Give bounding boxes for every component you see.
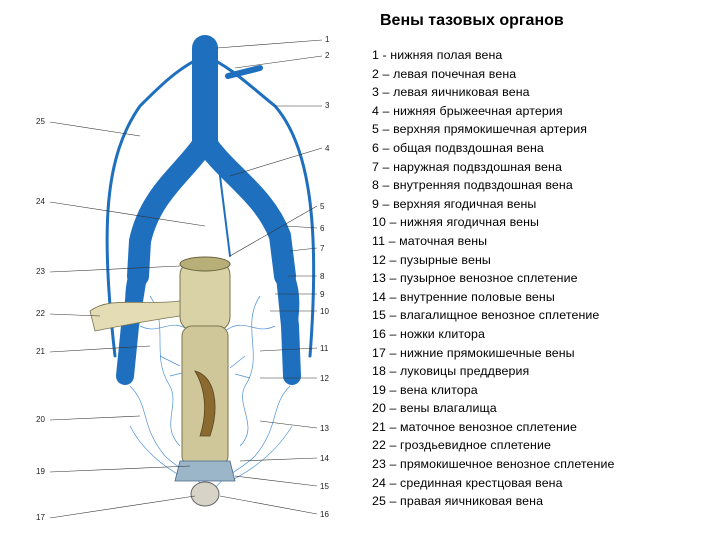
legend-item: 12 – пузырные вены: [372, 251, 717, 270]
label-25: 25: [36, 117, 45, 126]
legend-item: 4 – нижняя брыжеечная артерия: [372, 102, 717, 121]
label-21: 21: [36, 347, 45, 356]
legend-item: 5 – верхняя прямокишечная артерия: [372, 120, 717, 139]
pelvic-organs: [90, 257, 235, 506]
legend-item: 1 - нижняя полая вена: [372, 46, 717, 65]
legend-item: 20 – вены влагалища: [372, 399, 717, 418]
legend-item: 25 – правая яичниковая вена: [372, 492, 717, 511]
label-2: 2: [325, 51, 330, 60]
legend-item: 22 – гроздьевидное сплетение: [372, 436, 717, 455]
legend-item: 7 – наружная подвздошная вена: [372, 158, 717, 177]
label-11: 11: [320, 344, 329, 353]
legend-item: 16 – ножки клитора: [372, 325, 717, 344]
legend-item: 2 – левая почечная вена: [372, 65, 717, 84]
label-1: 1: [325, 35, 330, 44]
slide-title: Вены тазовых органов: [380, 12, 710, 30]
legend-item: 10 – нижняя ягодичная вены: [372, 213, 717, 232]
label-7: 7: [320, 244, 325, 253]
pelvic-veins-illustration: 1 2 3 4 5 6 7 8 9 10 11 12 13 14 15 16 2…: [30, 26, 340, 538]
label-24: 24: [36, 197, 45, 206]
label-15: 15: [320, 482, 329, 491]
legend-item: 8 – внутренняя подвздошная вена: [372, 176, 717, 195]
label-8: 8: [320, 272, 325, 281]
legend-item: 24 – срединная крестцовая вена: [372, 474, 717, 493]
label-16: 16: [320, 510, 329, 519]
legend-item: 11 – маточная вены: [372, 232, 717, 251]
label-20: 20: [36, 415, 45, 424]
label-5: 5: [320, 202, 325, 211]
label-12: 12: [320, 374, 329, 383]
label-9: 9: [320, 290, 325, 299]
label-19: 19: [36, 467, 45, 476]
legend-item: 19 – вена клитора: [372, 381, 717, 400]
label-22: 22: [36, 309, 45, 318]
legend-item: 13 – пузырное венозное сплетение: [372, 269, 717, 288]
legend-item: 21 – маточное венозное сплетение: [372, 418, 717, 437]
legend-item: 9 – верхняя ягодичная вены: [372, 195, 717, 214]
label-23: 23: [36, 267, 45, 276]
legend-item: 14 – внутренние половые вены: [372, 288, 717, 307]
legend-item: 6 – общая подвздошная вена: [372, 139, 717, 158]
legend-list: 1 - нижняя полая вена 2 – левая почечная…: [372, 46, 717, 511]
legend-item: 18 – луковицы преддверия: [372, 362, 717, 381]
label-3: 3: [325, 101, 330, 110]
label-13: 13: [320, 424, 329, 433]
label-6: 6: [320, 224, 325, 233]
legend-item: 23 – прямокишечное венозное сплетение: [372, 455, 717, 474]
label-17: 17: [36, 513, 45, 522]
legend-item: 3 – левая яичниковая вена: [372, 83, 717, 102]
label-10: 10: [320, 307, 329, 316]
label-4: 4: [325, 144, 330, 153]
label-14: 14: [320, 454, 329, 463]
legend-item: 17 – нижние прямокишечные вены: [372, 344, 717, 363]
legend-item: 15 – влагалищное венозное сплетение: [372, 306, 717, 325]
